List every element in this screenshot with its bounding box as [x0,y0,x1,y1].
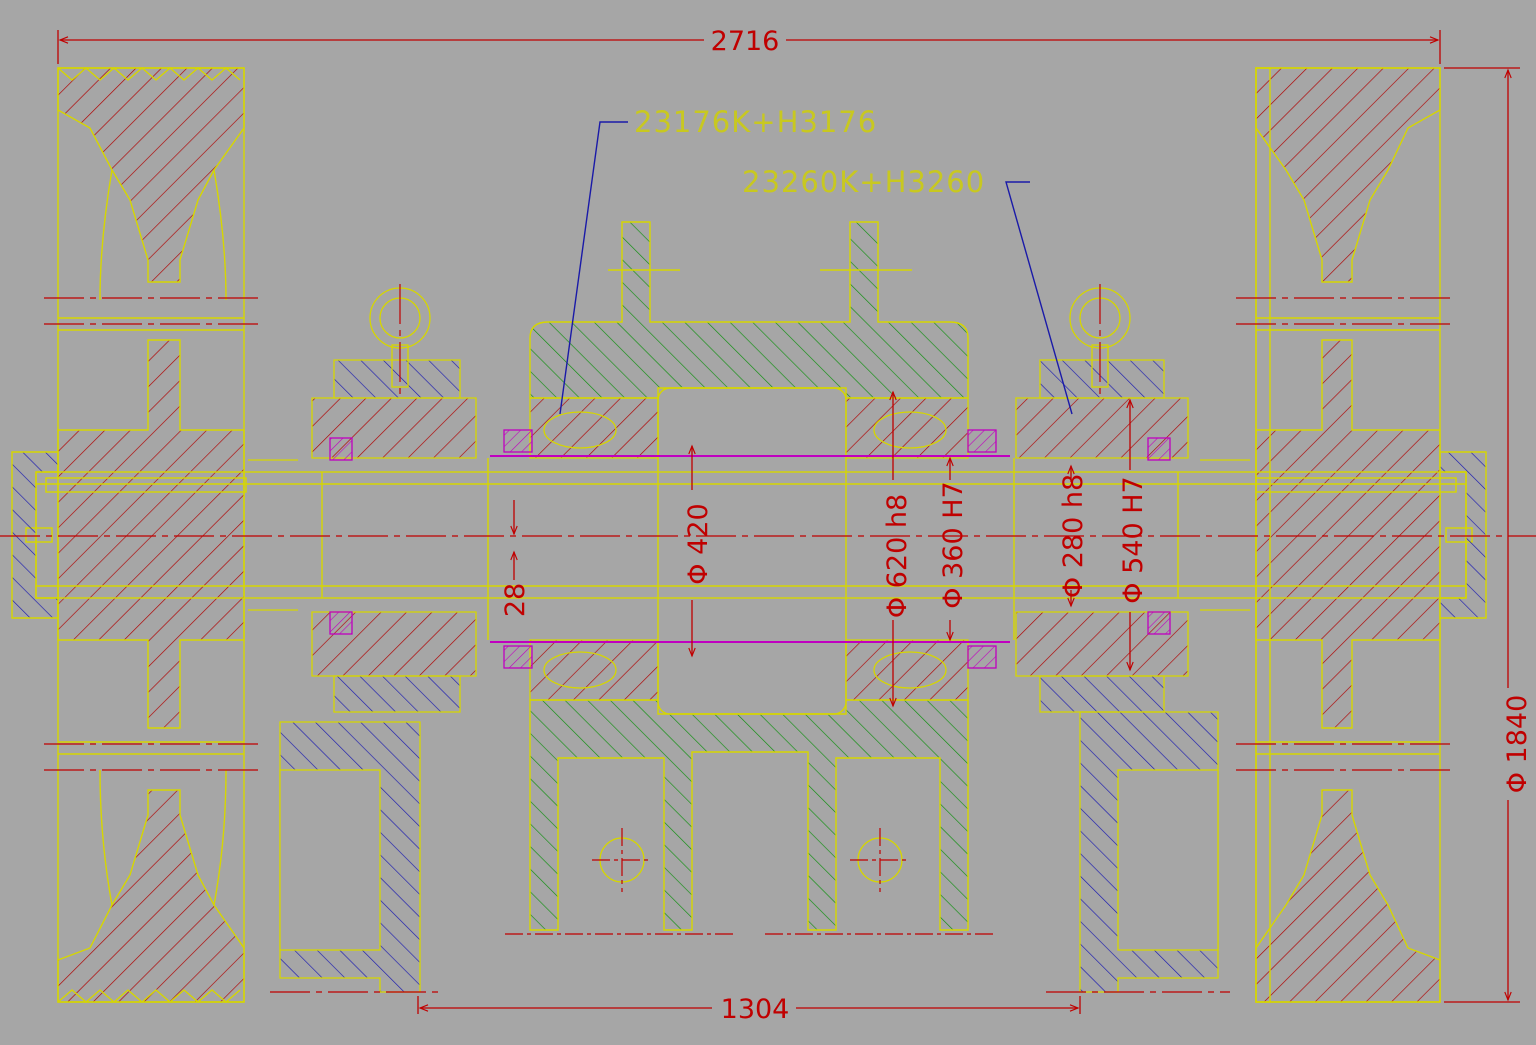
left-end-cap [11,451,59,619]
left-wheel [57,67,245,1003]
dim-journal-fit: Φ 360 H7 [938,481,969,608]
dim-wheel-diameter: Φ 1840 [1502,695,1533,794]
note-bearing-main: 23176K+H3176 [634,105,877,139]
dim-center-distance: 1304 [721,994,790,1025]
dim-housing-fit: Φ 620 h8 [882,494,913,618]
dimension-lines [57,30,1520,1014]
central-housing [529,221,969,931]
dim-small-housing-fit: Φ 540 H7 [1118,476,1149,603]
note-bearing-secondary: 23260K+H3260 [742,165,985,199]
central-bearings [490,397,1010,701]
dim-overall-length: 2716 [711,26,780,57]
right-wheel [1255,67,1441,1003]
centerlines [0,284,1536,993]
left-bearing-housing [248,287,477,993]
bolt-centerlines [505,828,995,935]
dim-offset: 28 [500,583,531,617]
dim-small-journal-fit: Φ 280 h8 [1058,474,1089,598]
right-bearing-housing [1015,287,1250,993]
dim-shaft-bore: Φ 420 [683,503,714,584]
right-end-cap [1439,451,1487,619]
leader-lines [559,121,1073,415]
